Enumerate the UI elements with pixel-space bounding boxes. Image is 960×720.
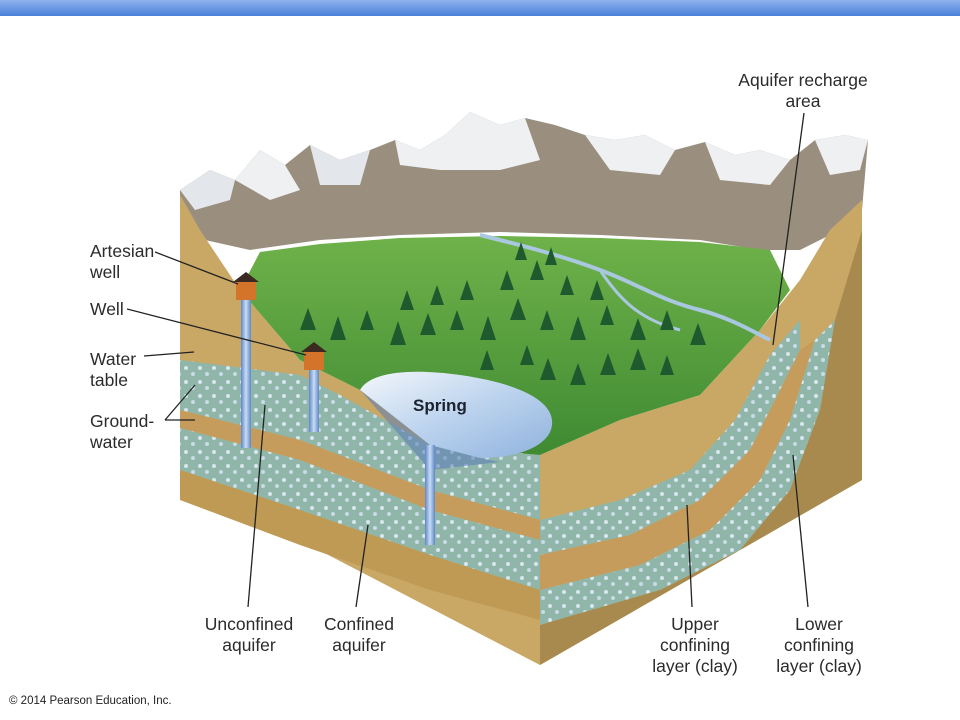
leader-water-table — [143, 351, 195, 357]
artesian-well-house — [233, 272, 259, 300]
clay-layer-left-1 — [180, 410, 540, 540]
upper-clay-right — [540, 340, 815, 590]
artesian-well-pipe — [241, 298, 251, 448]
river — [479, 233, 771, 342]
forest — [300, 242, 706, 385]
label-water-table: Water table — [90, 349, 137, 390]
label-upper-confining-layer: Upper confining layer (clay) — [652, 614, 738, 676]
leader-groundwater-1 — [164, 384, 196, 421]
upper-aquifer-right — [540, 320, 800, 555]
lower-clay-right — [540, 230, 862, 665]
spring-pipe — [425, 445, 435, 545]
leader-upper-confining — [686, 504, 693, 608]
label-artesian-well: Artesian well — [90, 241, 155, 282]
top-accent-bar — [0, 0, 960, 16]
well-house — [301, 342, 327, 370]
aquifer-layer-left — [180, 360, 540, 520]
leader-lower-confining — [792, 454, 809, 608]
well-pipe — [309, 366, 319, 432]
leader-artesian-well — [154, 251, 239, 285]
mountains — [180, 112, 868, 250]
label-confined-aquifer: Confined aquifer — [323, 614, 395, 655]
leader-unconfined — [247, 404, 266, 608]
confined-aquifer-left — [180, 428, 540, 590]
label-spring: Spring — [413, 396, 467, 415]
leader-well — [126, 308, 307, 356]
label-groundwater: Ground- water — [90, 411, 155, 452]
label-well: Well — [90, 299, 124, 319]
label-unconfined-aquifer: Unconfined aquifer — [204, 614, 294, 655]
clay-layer-left-2 — [180, 470, 540, 620]
leader-recharge — [772, 112, 805, 346]
lower-aquifer-right — [540, 320, 835, 625]
label-aquifer-recharge-area: Aquifer recharge area — [738, 70, 868, 111]
copyright-notice: © 2014 Pearson Education, Inc. — [9, 695, 172, 707]
spring-pond — [360, 371, 553, 458]
leader-confined — [355, 524, 369, 608]
label-lower-confining-layer: Lower confining layer (clay) — [776, 614, 862, 676]
